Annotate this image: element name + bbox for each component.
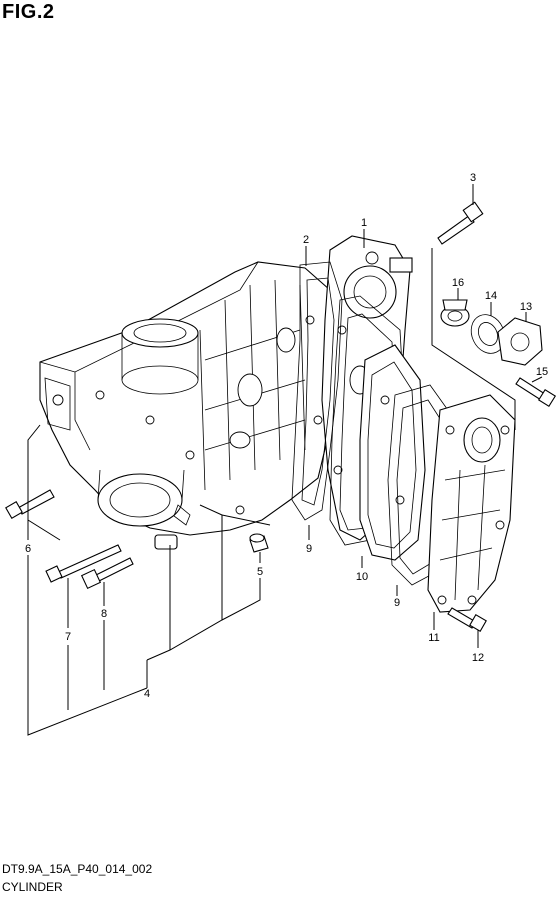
callout-10: 10 — [356, 571, 368, 583]
dowel-5-drawing — [249, 533, 269, 553]
gasket-2-drawing — [291, 261, 343, 521]
cover-10-drawing — [359, 344, 426, 561]
callout-6: 6 — [25, 543, 31, 555]
bolt-12-drawing — [447, 607, 487, 632]
callout-13: 13 — [520, 301, 532, 313]
callout-5: 5 — [257, 566, 263, 578]
callout-7: 7 — [65, 631, 71, 643]
cover-plate-11-drawing — [427, 394, 516, 613]
callout-4: 4 — [144, 688, 150, 700]
figure-title: FIG.2 — [2, 1, 55, 23]
callout-1: 1 — [361, 217, 367, 229]
callout-11: 11 — [428, 632, 439, 644]
callout-12: 12 — [472, 652, 484, 664]
callout-9-left: 9 — [306, 543, 312, 555]
bolt-15-drawing — [515, 377, 557, 408]
bolt-8-drawing — [80, 557, 134, 590]
callouts: 1 2 3 4 5 6 7 8 9 9 10 11 12 13 14 15 16 — [25, 172, 548, 700]
leader-lines — [27, 184, 543, 736]
callout-14: 14 — [485, 290, 497, 302]
callout-8: 8 — [101, 608, 107, 620]
drawing-code: DT9.9A_15A_P40_014_002 — [2, 862, 153, 876]
figure-caption: CYLINDER — [2, 880, 63, 894]
cylinder-block-drawing — [39, 261, 339, 550]
thermostat-16-drawing — [440, 299, 470, 327]
gasket-14-drawing — [470, 314, 506, 354]
callout-2: 2 — [303, 234, 309, 246]
callout-16: 16 — [452, 277, 464, 289]
callout-3: 3 — [470, 172, 476, 184]
callout-9-right: 9 — [394, 597, 400, 609]
bolt-3-drawing — [437, 201, 484, 245]
callout-15: 15 — [536, 366, 548, 378]
thermostat-cover-13-drawing — [497, 317, 543, 366]
bolt-7-drawing — [45, 544, 122, 583]
bolt-6-drawing — [5, 489, 55, 519]
